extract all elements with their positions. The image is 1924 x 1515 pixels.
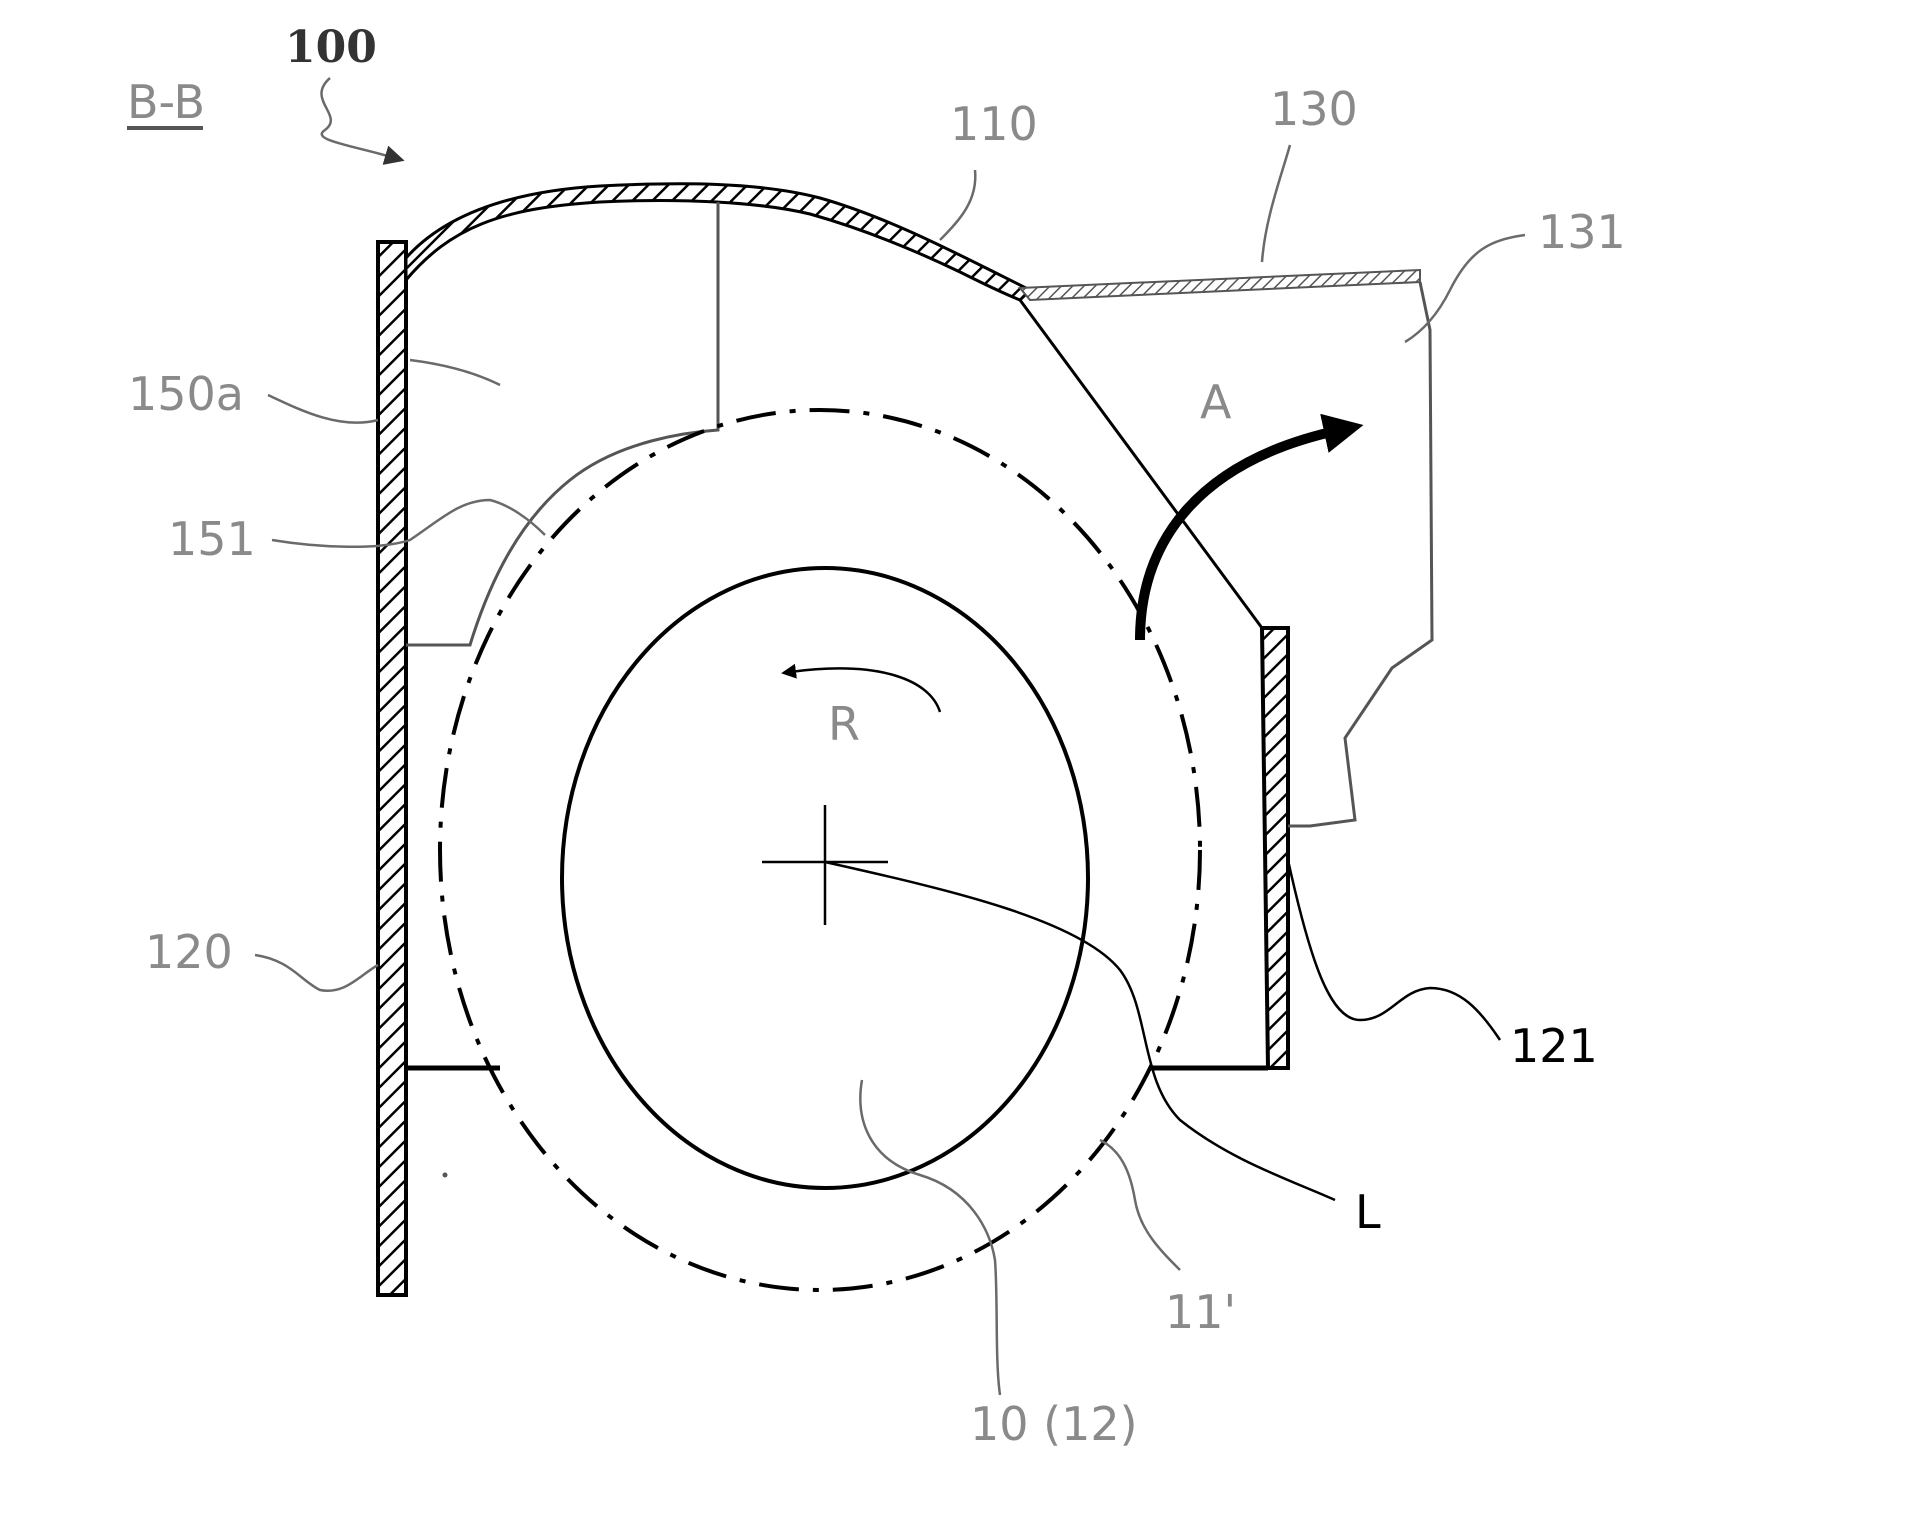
label-a: A (1200, 375, 1232, 429)
label-r: R (828, 697, 860, 751)
outlet-chamber-131 (1288, 282, 1432, 826)
leader-120 (255, 955, 378, 991)
leader-151 (272, 500, 545, 547)
label-l: L (1355, 1185, 1381, 1239)
left-wall-120 (378, 242, 406, 1295)
label-10-12: 10 (12) (970, 1397, 1138, 1451)
label-150a: 150a (128, 367, 244, 421)
line-l (825, 862, 1335, 1200)
assembly-arrow (321, 78, 395, 158)
tongue-151 (406, 202, 718, 645)
label-131: 131 (1538, 205, 1626, 259)
label-120: 120 (145, 925, 233, 979)
label-151: 151 (168, 512, 256, 566)
label-121: 121 (1510, 1019, 1598, 1073)
leader-130 (1262, 145, 1290, 262)
leader-11 (1100, 1140, 1180, 1270)
view-label-text: B-B (127, 75, 205, 129)
outlet-duct-130 (1020, 270, 1420, 300)
rotation-arrow-r (790, 668, 940, 712)
label-110: 110 (950, 97, 1038, 151)
center-crosshair (762, 805, 888, 925)
leader-131 (1405, 235, 1525, 342)
stray-dot (443, 1173, 448, 1178)
label-11: 11' (1165, 1285, 1236, 1339)
right-wall-121 (1262, 628, 1288, 1068)
housing-diagonal (1020, 300, 1262, 628)
leader-110 (940, 170, 975, 240)
view-label: B-B (127, 75, 205, 129)
leader-121 (1288, 860, 1500, 1040)
label-130: 130 (1270, 82, 1358, 136)
assembly-reference: 100 (285, 22, 395, 158)
label-100: 100 (285, 22, 377, 73)
flow-arrow-a (1140, 430, 1340, 640)
